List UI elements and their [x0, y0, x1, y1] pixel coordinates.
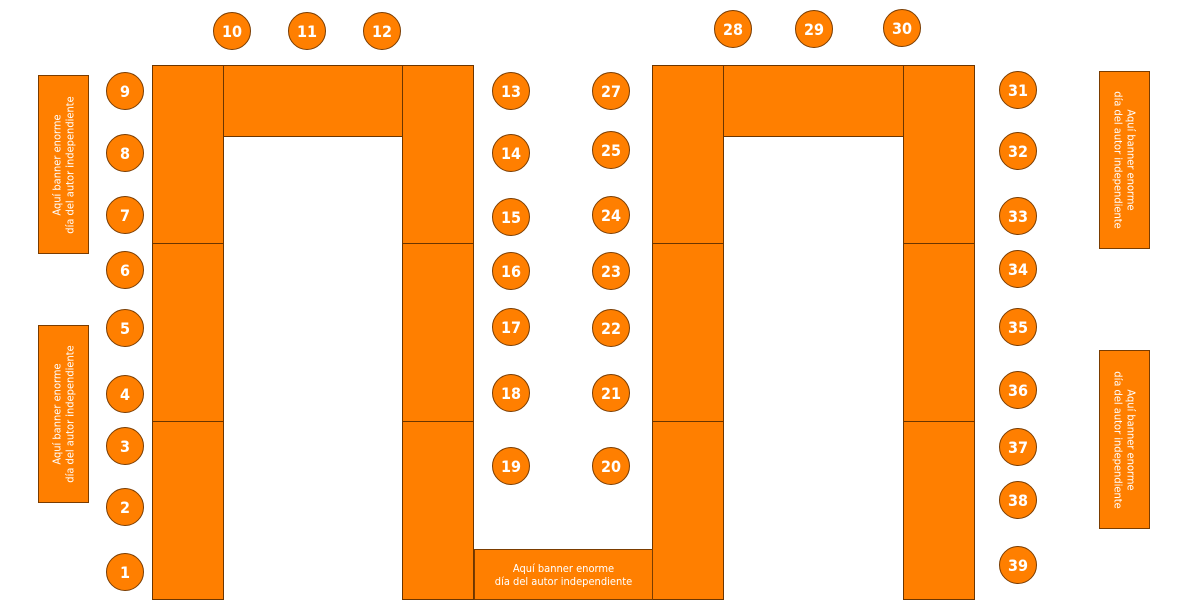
stand-17[interactable]: 17 [492, 308, 530, 346]
table-left-column-top [152, 65, 224, 244]
stand-21[interactable]: 21 [592, 374, 630, 412]
banner-bottom-center: Aquí banner enorme día del autor indepen… [474, 549, 653, 600]
stand-16[interactable]: 16 [492, 252, 530, 290]
banner-line-1: Aquí banner enorme [512, 561, 615, 575]
stand-19[interactable]: 19 [492, 447, 530, 485]
banner-line-2: día del autor independiente [63, 95, 77, 234]
stand-20[interactable]: 20 [592, 447, 630, 485]
table-right-column-top [903, 65, 975, 244]
stand-34[interactable]: 34 [999, 250, 1037, 288]
banner-line-2: día del autor independiente [494, 574, 633, 588]
stand-11[interactable]: 11 [288, 12, 326, 50]
banner-line-1: Aquí banner enorme [50, 363, 64, 465]
banner-line-1: Aquí banner enorme [50, 113, 64, 216]
stand-22[interactable]: 22 [592, 309, 630, 347]
banner-text: Aquí banner enorme día del autor indepen… [1112, 91, 1138, 228]
table-right-column-middle [903, 243, 975, 422]
stand-5[interactable]: 5 [106, 309, 144, 347]
stand-14[interactable]: 14 [492, 134, 530, 172]
table-center-right-column-bottom [652, 421, 724, 600]
stand-38[interactable]: 38 [999, 481, 1037, 519]
stand-10[interactable]: 10 [213, 12, 251, 50]
stand-30[interactable]: 30 [883, 9, 921, 47]
banner-text: Aquí banner enorme día del autor indepen… [51, 345, 77, 482]
table-center-left-column-top [402, 65, 474, 244]
stand-8[interactable]: 8 [106, 134, 144, 172]
banner-line-1: Aquí banner enorme [1124, 388, 1138, 491]
stand-15[interactable]: 15 [492, 198, 530, 236]
banner-line-2: día del autor independiente [63, 345, 77, 483]
stand-31[interactable]: 31 [999, 71, 1037, 109]
table-right-top-bar [723, 65, 904, 137]
stand-2[interactable]: 2 [106, 488, 144, 526]
stand-13[interactable]: 13 [492, 72, 530, 110]
stand-29[interactable]: 29 [795, 10, 833, 48]
stand-39[interactable]: 39 [999, 546, 1037, 584]
banner-text: Aquí banner enorme día del autor indepen… [1112, 371, 1138, 508]
stand-1[interactable]: 1 [106, 553, 144, 591]
stand-9[interactable]: 9 [106, 72, 144, 110]
banner-text: Aquí banner enorme día del autor indepen… [51, 96, 77, 233]
stand-35[interactable]: 35 [999, 308, 1037, 346]
stand-36[interactable]: 36 [999, 371, 1037, 409]
banner-line-2: día del autor independiente [1111, 91, 1125, 229]
table-center-right-column-middle [652, 243, 724, 422]
table-left-top-bar [223, 65, 403, 137]
stand-32[interactable]: 32 [999, 132, 1037, 170]
stand-12[interactable]: 12 [363, 12, 401, 50]
stand-3[interactable]: 3 [106, 427, 144, 465]
banner-line-1: Aquí banner enorme [1124, 109, 1138, 211]
table-center-right-column-top [652, 65, 724, 244]
table-center-left-column-bottom [402, 421, 474, 600]
banner-text: Aquí banner enorme día del autor indepen… [495, 562, 632, 588]
banner-right-bottom: Aquí banner enorme día del autor indepen… [1099, 350, 1150, 529]
stand-18[interactable]: 18 [492, 374, 530, 412]
stand-27[interactable]: 27 [592, 72, 630, 110]
table-right-column-bottom [903, 421, 975, 600]
stand-7[interactable]: 7 [106, 196, 144, 234]
table-left-column-middle [152, 243, 224, 422]
stand-24[interactable]: 24 [592, 196, 630, 234]
banner-left-bottom: Aquí banner enorme día del autor indepen… [38, 325, 89, 503]
banner-line-2: día del autor independiente [1111, 370, 1125, 509]
stand-28[interactable]: 28 [714, 10, 752, 48]
stand-4[interactable]: 4 [106, 375, 144, 413]
table-left-column-bottom [152, 421, 224, 600]
banner-right-top: Aquí banner enorme día del autor indepen… [1099, 71, 1150, 249]
stand-25[interactable]: 25 [592, 131, 630, 169]
stand-33[interactable]: 33 [999, 197, 1037, 235]
stand-37[interactable]: 37 [999, 428, 1037, 466]
stand-23[interactable]: 23 [592, 252, 630, 290]
stand-6[interactable]: 6 [106, 251, 144, 289]
table-center-left-column-middle [402, 243, 474, 422]
banner-left-top: Aquí banner enorme día del autor indepen… [38, 75, 89, 254]
